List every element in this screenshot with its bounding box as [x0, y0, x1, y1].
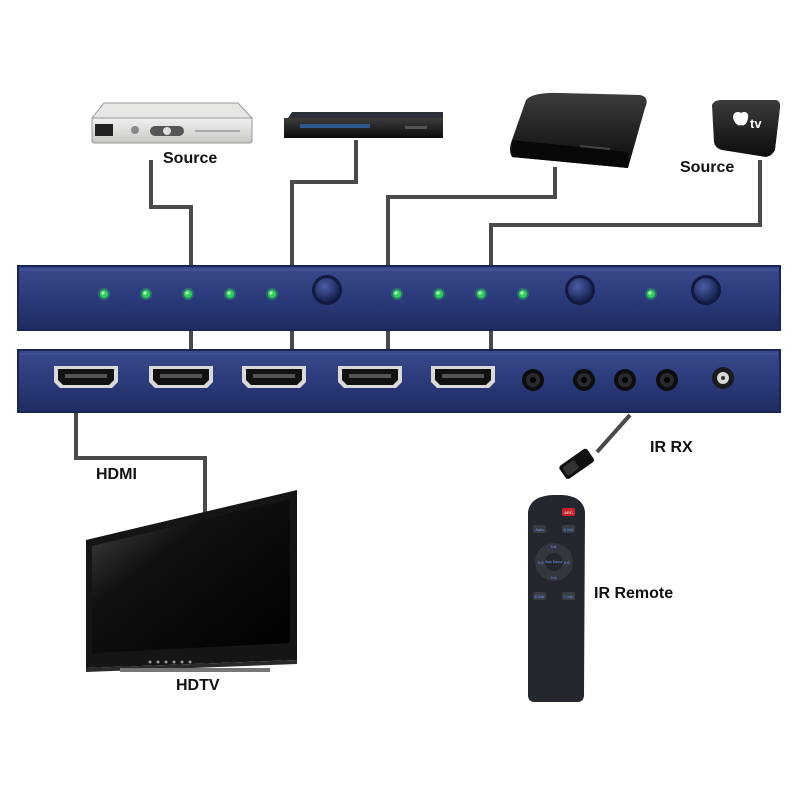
ir-receiver [559, 448, 594, 479]
audio-jack-4 [656, 369, 678, 391]
status-led-6 [391, 288, 403, 300]
audio-jack-1 [522, 369, 544, 391]
apple-logo-icon [733, 112, 749, 126]
hdtv [86, 490, 297, 672]
hdmi-port-in-4 [431, 366, 495, 388]
front-panel-button-3 [691, 275, 721, 305]
status-led-4 [224, 288, 236, 300]
remote-51ch-bottom-text: 5.1ch [535, 594, 545, 599]
cable-ir-rx [595, 413, 632, 454]
cable-source-2 [290, 140, 358, 268]
label-hdmi: HDMI [96, 466, 137, 483]
label-hdtv: HDTV [176, 677, 220, 694]
status-led-1 [98, 288, 110, 300]
remote-in1-text: In1 [551, 544, 557, 549]
label-ir-remote: IR Remote [594, 585, 674, 602]
hdmi-ports [54, 366, 495, 388]
remote-in4-text: In4 [551, 575, 557, 580]
status-led-5 [266, 288, 278, 300]
hdmi-port-in-1 [149, 366, 213, 388]
remote-arc-text: ARC [564, 510, 573, 515]
status-led-9 [517, 288, 529, 300]
satellite-receiver [90, 102, 254, 144]
switch-rear-panel [17, 349, 781, 413]
status-led-8 [475, 288, 487, 300]
audio-jack-2 [573, 369, 595, 391]
game-console [510, 92, 647, 168]
remote-auto-source-text: Auto Source [545, 560, 563, 564]
status-led-10 [645, 288, 657, 300]
remote-51ch-top-text: 5.1ch [564, 527, 574, 532]
apple-tv: tv [712, 100, 781, 157]
front-status-leds [98, 288, 657, 300]
remote-71ch-text: 7.1ch [564, 594, 574, 599]
remote-in2-text: In2 [538, 560, 544, 565]
status-led-3 [182, 288, 194, 300]
label-ir-rx: IR RX [650, 439, 693, 456]
hdmi-port-in-3 [338, 366, 402, 388]
audio-jack-3 [614, 369, 636, 391]
cable-source-1 [149, 160, 193, 268]
remote-in3-text: In3 [564, 560, 570, 565]
blu-ray-player [284, 112, 443, 138]
status-led-7 [433, 288, 445, 300]
power-jack [712, 367, 734, 389]
hdmi-port-out [54, 366, 118, 388]
switch-front-panel [17, 265, 781, 331]
apple-tv-logo-text: tv [750, 116, 762, 131]
status-led-2 [140, 288, 152, 300]
cables [74, 140, 762, 515]
cable-source-4 [489, 160, 762, 268]
cable-source-3 [386, 167, 557, 268]
label-source-left: Source [163, 150, 218, 167]
front-panel-button-2 [565, 275, 595, 305]
ir-remote: ARC Auto 5.1ch In1 In2 Auto Source In3 I… [528, 495, 585, 702]
audio-jacks [522, 369, 678, 391]
label-source-right: Source [680, 159, 735, 176]
hdmi-port-in-2 [242, 366, 306, 388]
front-panel-button-1 [312, 275, 342, 305]
front-buttons [312, 275, 721, 305]
remote-auto-text: Auto [535, 527, 544, 532]
remote-power-button [562, 508, 575, 516]
cable-hdmi-out [74, 410, 207, 515]
